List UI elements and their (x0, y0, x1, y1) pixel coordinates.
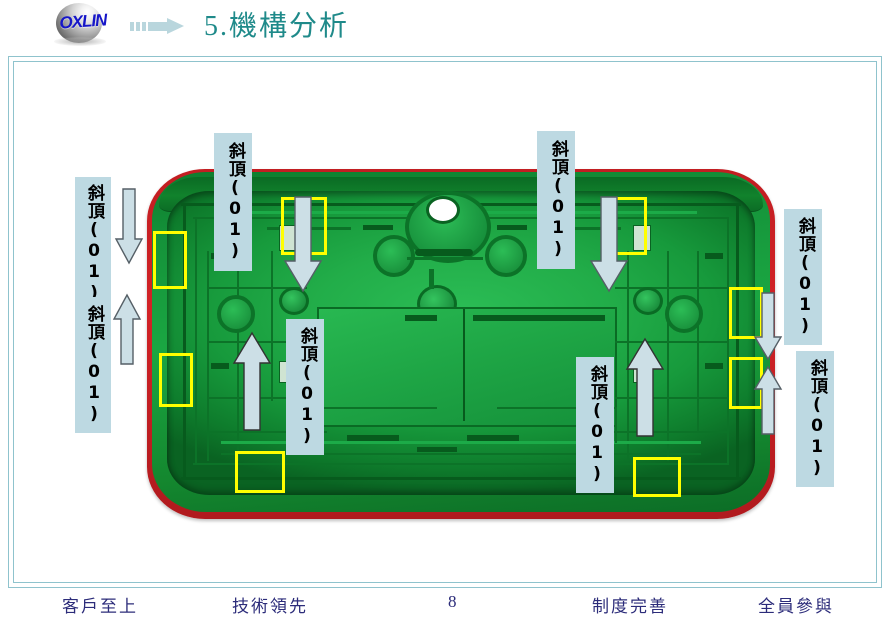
arrow-down-center-right (589, 196, 629, 293)
callout-center-right-bottom-label: 斜頂(01) (576, 357, 614, 493)
boss-left-1 (217, 295, 255, 333)
arrow-down-left (114, 188, 144, 265)
boss-right-1 (665, 295, 703, 333)
slide-header: OXLIN 5.機構分析 (0, 0, 892, 52)
screw-boss-left (373, 235, 415, 277)
lens-hole (429, 199, 457, 221)
sphere-logo-icon (56, 3, 102, 43)
logo-wordmark: OXLIN (58, 10, 108, 33)
arrow-up-right (753, 365, 783, 435)
arrow-up-left (112, 293, 142, 365)
callout-right-top-label: 斜頂(01) (784, 209, 822, 345)
right-arrow-bullet-icon (130, 18, 192, 35)
highlight-box-left-bottom (159, 353, 193, 407)
logo-shadow (54, 37, 106, 46)
arrow-up-center-left (232, 331, 272, 431)
callout-center-left-bottom-label: 斜頂(01) (286, 319, 324, 455)
screw-boss-right (485, 235, 527, 277)
callout-center-left-top-label: 斜頂(01) (214, 133, 252, 271)
highlight-box-left-top (153, 231, 187, 289)
callout-right-bottom-label: 斜頂(01) (796, 351, 834, 487)
footer-slogan-1: 客戶至上 (62, 597, 138, 616)
company-logo: OXLIN (48, 2, 116, 48)
content-frame-inner-border (13, 61, 877, 583)
footer-slogan-3: 制度完善 (592, 597, 668, 616)
arrow-down-center-left (283, 196, 323, 293)
highlight-box-center-right-bottom (633, 457, 681, 497)
content-frame: 斜頂(01) 斜頂(01) 斜頂(01) 斜頂(01) 斜頂(01) 斜頂(01… (8, 56, 882, 588)
arrow-up-center-right (625, 337, 665, 437)
callout-left-bottom-label: 斜頂(01) (75, 297, 111, 433)
highlight-box-center-left-bottom (235, 451, 285, 493)
arrow-down-right (753, 292, 783, 361)
footer-slogan-4: 全員參與 (758, 597, 834, 616)
callout-center-right-top-label: 斜頂(01) (537, 131, 575, 269)
callout-left-top-label: 斜頂(01) (75, 177, 111, 311)
page-number: 8 (448, 592, 459, 611)
footer-slogan-2: 技術領先 (232, 597, 308, 616)
housing-inner-cavity (167, 191, 755, 495)
center-panel (317, 307, 617, 427)
slide-footer: 客戶至上 技術領先 8 制度完善 全員參與 (0, 592, 892, 619)
page-title: 5.機構分析 (204, 11, 350, 42)
